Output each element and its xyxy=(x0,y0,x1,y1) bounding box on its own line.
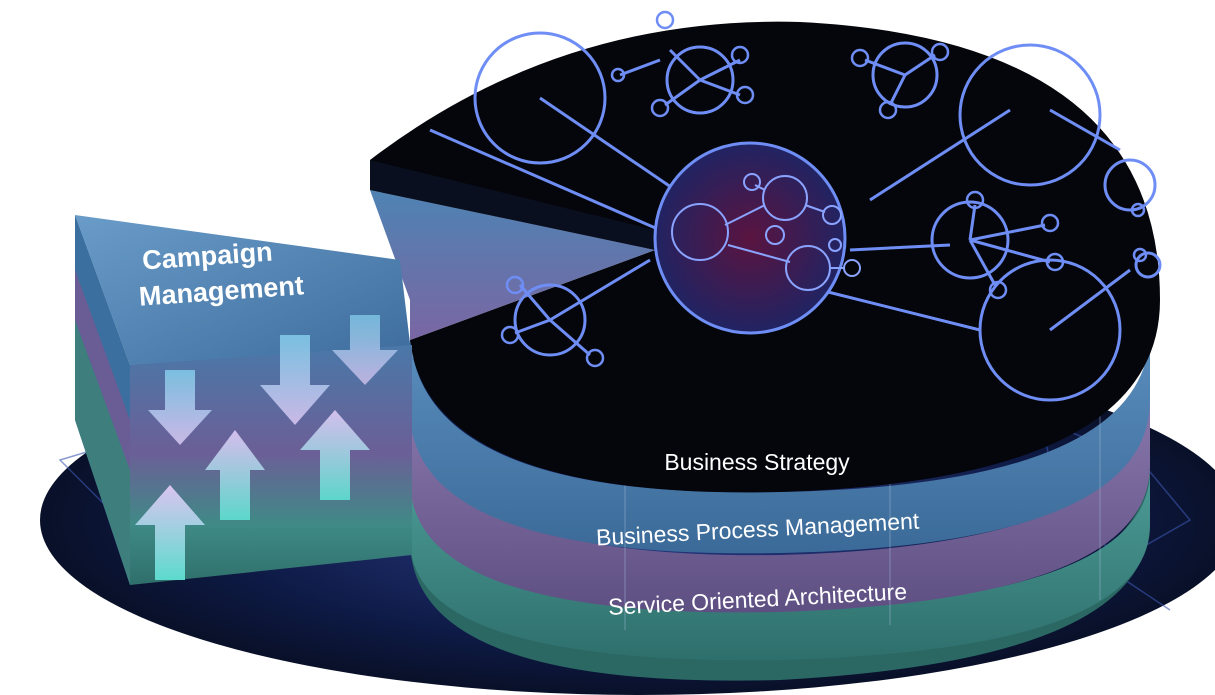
network-graph xyxy=(429,10,1162,402)
flow-arrows xyxy=(135,315,398,580)
layer-top-label: Business Strategy xyxy=(664,449,850,475)
slice-campaign-management: Campaign Management xyxy=(75,215,412,585)
layer-bottom xyxy=(410,460,1150,681)
layer-top xyxy=(410,330,1150,554)
layer-middle xyxy=(410,395,1150,613)
network-hub xyxy=(653,141,861,335)
